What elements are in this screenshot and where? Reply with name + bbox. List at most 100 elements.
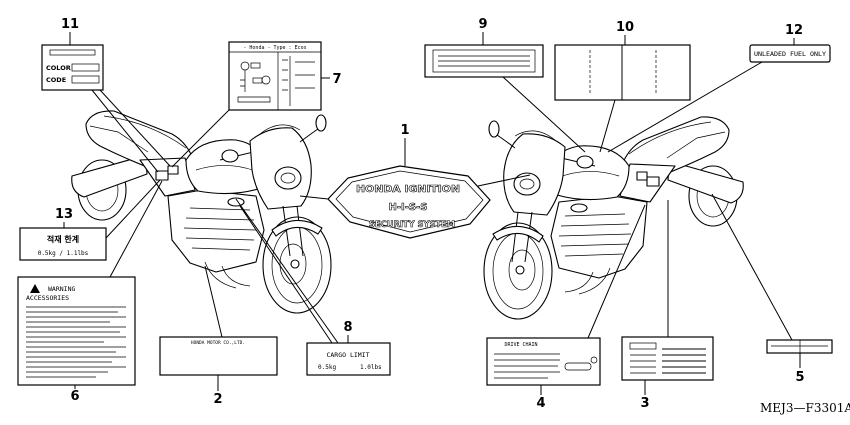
leader-line-7 <box>171 77 330 168</box>
label-fuel: UNLEADED FUEL ONLY <box>749 44 831 63</box>
label-10-dashes <box>589 50 657 95</box>
windscreen <box>259 124 301 135</box>
color-text: COLOR <box>46 64 71 72</box>
callout-number-6: 6 <box>70 389 79 404</box>
callout-number-9: 9 <box>478 17 487 32</box>
code-text: CODE <box>46 76 66 84</box>
callout-number-1: 1 <box>400 123 409 138</box>
label-3-frame <box>621 336 714 381</box>
headlight-lens <box>280 172 296 184</box>
key-shaft <box>240 70 246 92</box>
front-hub <box>290 259 300 269</box>
chain-text-lines <box>494 353 560 379</box>
code-field <box>71 75 100 84</box>
leader-lines <box>63 32 801 395</box>
leader-line-8 <box>235 198 349 344</box>
tool-divider <box>229 51 321 110</box>
warning-title: WARNING <box>48 285 75 293</box>
callout-number-13: 13 <box>55 207 73 222</box>
leader-line-5 <box>711 193 801 368</box>
leader-line-10 <box>599 35 626 153</box>
cargo-kr-capacity: 0.5kg / 1.1lbs <box>38 250 89 257</box>
engine-fins <box>183 207 257 251</box>
hiss-inner-outline <box>335 170 484 233</box>
seat-seam <box>103 115 187 149</box>
label-8-frame <box>306 342 391 376</box>
brake-disc <box>279 243 307 285</box>
fuel-text: UNLEADED FUEL ONLY <box>754 50 826 58</box>
label-3-tab <box>629 342 657 350</box>
leader-line-4 <box>540 204 646 395</box>
label-3 <box>621 336 714 381</box>
label-13-frame <box>19 227 107 261</box>
leader-line-2 <box>204 265 223 391</box>
label-maker: HONDA MOTOR CO.,LTD. <box>159 336 278 376</box>
cargo-title: CARGO LIMIT <box>326 351 369 359</box>
engine <box>167 189 265 273</box>
color-field <box>71 63 100 72</box>
tool-icon-c <box>261 75 271 85</box>
leader-line-9 <box>482 32 586 153</box>
headlight <box>274 166 302 190</box>
front-fender <box>271 219 323 237</box>
figure-code: MEJ3—F3301A <box>760 401 850 415</box>
label-10 <box>554 44 691 101</box>
callout-number-7: 7 <box>332 72 341 87</box>
label-9 <box>424 44 544 78</box>
label-color-code: COLOR CODE <box>41 44 104 91</box>
label-5-lines <box>771 340 828 353</box>
callout-number-5: 5 <box>795 370 804 385</box>
label-cargo-limit: CARGO LIMIT 0.5kg 1.0lbs <box>306 342 391 376</box>
tool-header: - Honda - Type : Ecos <box>243 45 306 51</box>
warning-text-lines <box>26 306 126 378</box>
leader-line-11 <box>69 32 171 173</box>
mirror-stem <box>299 128 319 143</box>
callout-number-11: 11 <box>61 17 79 32</box>
cargo-kg: 0.5kg <box>318 364 336 371</box>
chain-icon <box>564 362 592 371</box>
label-hiss: HONDA IGNITION H-I-S-S SECURITY SYSTEM <box>327 165 491 239</box>
label-5 <box>766 339 833 354</box>
leader-line-1 <box>299 138 531 200</box>
callout-number-3: 3 <box>640 396 649 411</box>
frame-label-b <box>167 165 179 175</box>
label-3-lines-right <box>662 348 706 374</box>
callout-number-10: 10 <box>616 20 634 35</box>
callout-number-8: 8 <box>343 320 352 335</box>
leader-line-6 <box>74 180 163 389</box>
callout-number-12: 12 <box>785 23 803 38</box>
leader-line-13 <box>63 179 161 239</box>
label-3-lines-left <box>630 354 656 374</box>
tool-icon-a <box>250 62 261 69</box>
chain-title: DRIVE CHAIN <box>504 342 537 348</box>
maker-text: HONDA MOTOR CO.,LTD. <box>191 340 245 346</box>
frame-label-a <box>155 170 169 181</box>
hiss-top-text: HONDA IGNITION <box>356 184 460 195</box>
front-fork <box>282 205 304 257</box>
hiss-bottom-text: SECURITY SYSTEM <box>369 220 455 230</box>
cargo-lbs: 1.0lbs <box>360 364 382 371</box>
mirror-far <box>315 114 327 132</box>
callout-numbers: 1 2 3 4 5 6 7 8 9 10 11 12 13 <box>55 17 805 411</box>
callout-number-2: 2 <box>213 392 222 407</box>
chain-sprocket-icon <box>590 356 598 364</box>
label-11-frame <box>41 44 104 91</box>
label-drive-chain: DRIVE CHAIN <box>486 337 601 386</box>
label-9-lines <box>438 55 530 67</box>
label-9-inner <box>432 49 536 73</box>
leader-line-12 <box>607 38 795 153</box>
warning-triangle-icon <box>30 284 40 293</box>
hiss-outline <box>327 165 491 239</box>
label-7-frame <box>228 41 322 111</box>
label-5-frame <box>766 339 833 354</box>
label-12-frame <box>749 44 831 63</box>
callout-number-4: 4 <box>536 396 545 411</box>
tool-lines <box>282 56 315 106</box>
right-motorcycle <box>483 116 744 320</box>
hiss-middle-text: H-I-S-S <box>389 202 428 213</box>
mirror-near <box>221 149 239 163</box>
label-cargo-korean: 적재 한계 0.5kg / 1.1lbs <box>19 227 107 261</box>
label-warning: WARNING ACCESSORIES <box>17 276 136 386</box>
rear-cowl <box>89 125 149 153</box>
